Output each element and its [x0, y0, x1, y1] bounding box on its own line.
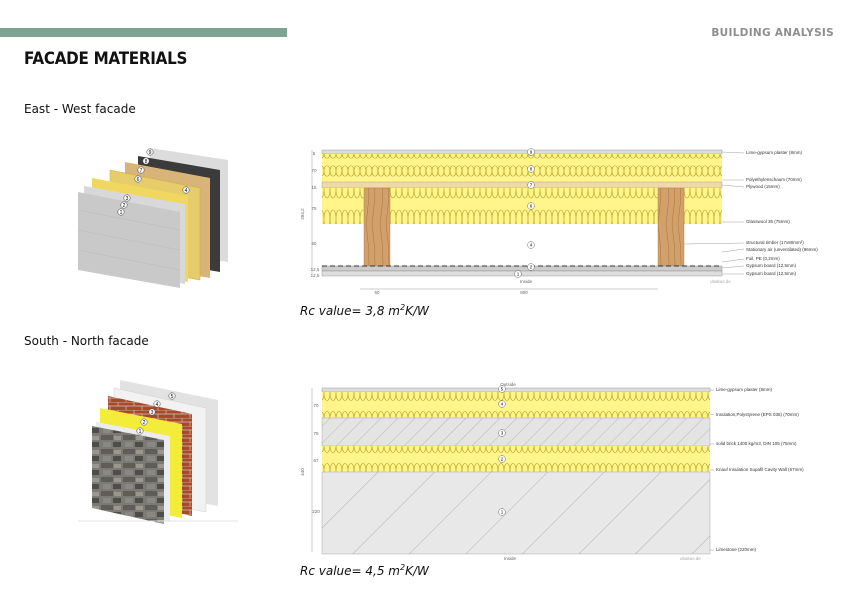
drawing-label: solid brick 1400 kg/m3, DIN 105 (75mm) — [716, 441, 797, 446]
drawing-label: 12,5 — [311, 267, 320, 272]
drawing-label: 2 — [530, 265, 533, 270]
drawing-label: 2 — [501, 457, 504, 462]
drawing-label: 5 — [501, 387, 504, 392]
drawing-label: 60 — [311, 241, 317, 246]
drawing-label: 12,5 — [311, 273, 320, 278]
south-north-rc-value: Rc value= 4,5 m2K/W — [300, 563, 429, 578]
drawing-label: 3 — [501, 431, 504, 436]
drawing-label: 75 — [311, 206, 317, 211]
drawing-label: 5 — [313, 151, 316, 156]
drawing-label: Knauf Insulation Supafil Cavity Wall (67… — [716, 467, 804, 472]
drawing-label: 8 — [530, 167, 533, 172]
marker: 2 — [123, 203, 126, 209]
drawing-label: Inside — [520, 279, 533, 284]
drawing-label: Plywood (15mm) — [746, 184, 780, 189]
drawing-label: Polyethylenschaum (70mm) — [746, 177, 802, 182]
drawing-label: 1 — [139, 429, 142, 435]
marker: 6 — [137, 177, 140, 183]
drawing-label: Foil, PE (0,2mm) — [746, 256, 780, 261]
east-west-heading: East - West facade — [24, 102, 136, 116]
drawing-label: 6 — [530, 204, 533, 209]
drawing-label: 5 — [171, 394, 174, 400]
drawing-label: 75 — [313, 431, 319, 436]
drawing-label: Insulation,Polystyrene (EPS 035) (70mm) — [716, 412, 799, 417]
drawing-label: 70 — [313, 403, 319, 408]
drawing-label: 70 — [311, 168, 317, 173]
drawing-label: 4 — [530, 243, 533, 248]
drawing-label: Stationary air (unventilated) (96mm) — [746, 247, 818, 252]
drawing-label: 1 — [517, 272, 520, 277]
drawing-label: Inside — [504, 556, 517, 561]
marker: 8 — [145, 159, 148, 165]
south-north-3d-illustration: 5 4 3 2 1 — [78, 380, 238, 524]
drawing-label: 15 — [311, 185, 317, 190]
drawing-label: 7 — [530, 183, 533, 188]
drawing-label: 9 — [530, 150, 533, 155]
drawing-label: 220 — [312, 509, 320, 514]
page-title: FACADE MATERIALS — [24, 49, 188, 68]
east-west-section-drawing: 5 70 15 75 60 12,5 12,5 284,2 9 8 7 6 4 … — [300, 148, 818, 295]
marker: 7 — [140, 168, 143, 174]
marker: 4 — [185, 188, 188, 194]
drawing-label: 284,2 — [300, 208, 305, 220]
east-west-3d-illustration: 9 8 7 6 4 3 2 1 — [77, 148, 228, 288]
drawing-label: structural timber (17x80mm²) — [746, 240, 804, 245]
east-west-rc-value: Rc value= 3,8 m2K/W — [300, 303, 429, 318]
drawing-label: 1 — [501, 510, 504, 515]
drawing-label: 4 — [501, 402, 504, 407]
drawing-label: 800 — [520, 290, 528, 295]
drawing-label: 67 — [313, 458, 319, 463]
south-north-section-drawing: 70 75 67 220 440 Outside 5 4 3 2 1 Insid… — [300, 382, 804, 561]
drawing-label: Lime-gypsum plaster (8mm) — [746, 150, 803, 155]
marker: 9 — [149, 150, 152, 156]
drawing-label: ubakus.de — [710, 279, 731, 284]
drawing-label: 4 — [156, 402, 159, 408]
drawing-label: Gypsum board (12,5mm) — [746, 271, 797, 276]
marker: 3 — [126, 196, 129, 202]
drawing-label: Limestone (220mm) — [716, 547, 757, 552]
header-section-label: BUILDING ANALYSIS — [711, 27, 834, 39]
header-accent-bar — [0, 28, 287, 37]
south-north-heading: South - North facade — [24, 334, 149, 348]
drawing-label: 2 — [143, 420, 146, 426]
drawing-label: Gypsum board (12,5mm) — [746, 263, 797, 268]
drawing-label: 60 — [374, 290, 380, 295]
drawing-label: ubakus.de — [680, 556, 701, 561]
drawing-label: Outside — [500, 382, 516, 387]
drawing-label: Glasswool 35 (75mm) — [746, 219, 790, 224]
drawing-label: 3 — [151, 410, 154, 416]
marker: 1 — [120, 210, 123, 216]
drawing-label: Lime-gypsum plaster (8mm) — [716, 387, 773, 392]
drawing-label: 440 — [300, 468, 305, 476]
